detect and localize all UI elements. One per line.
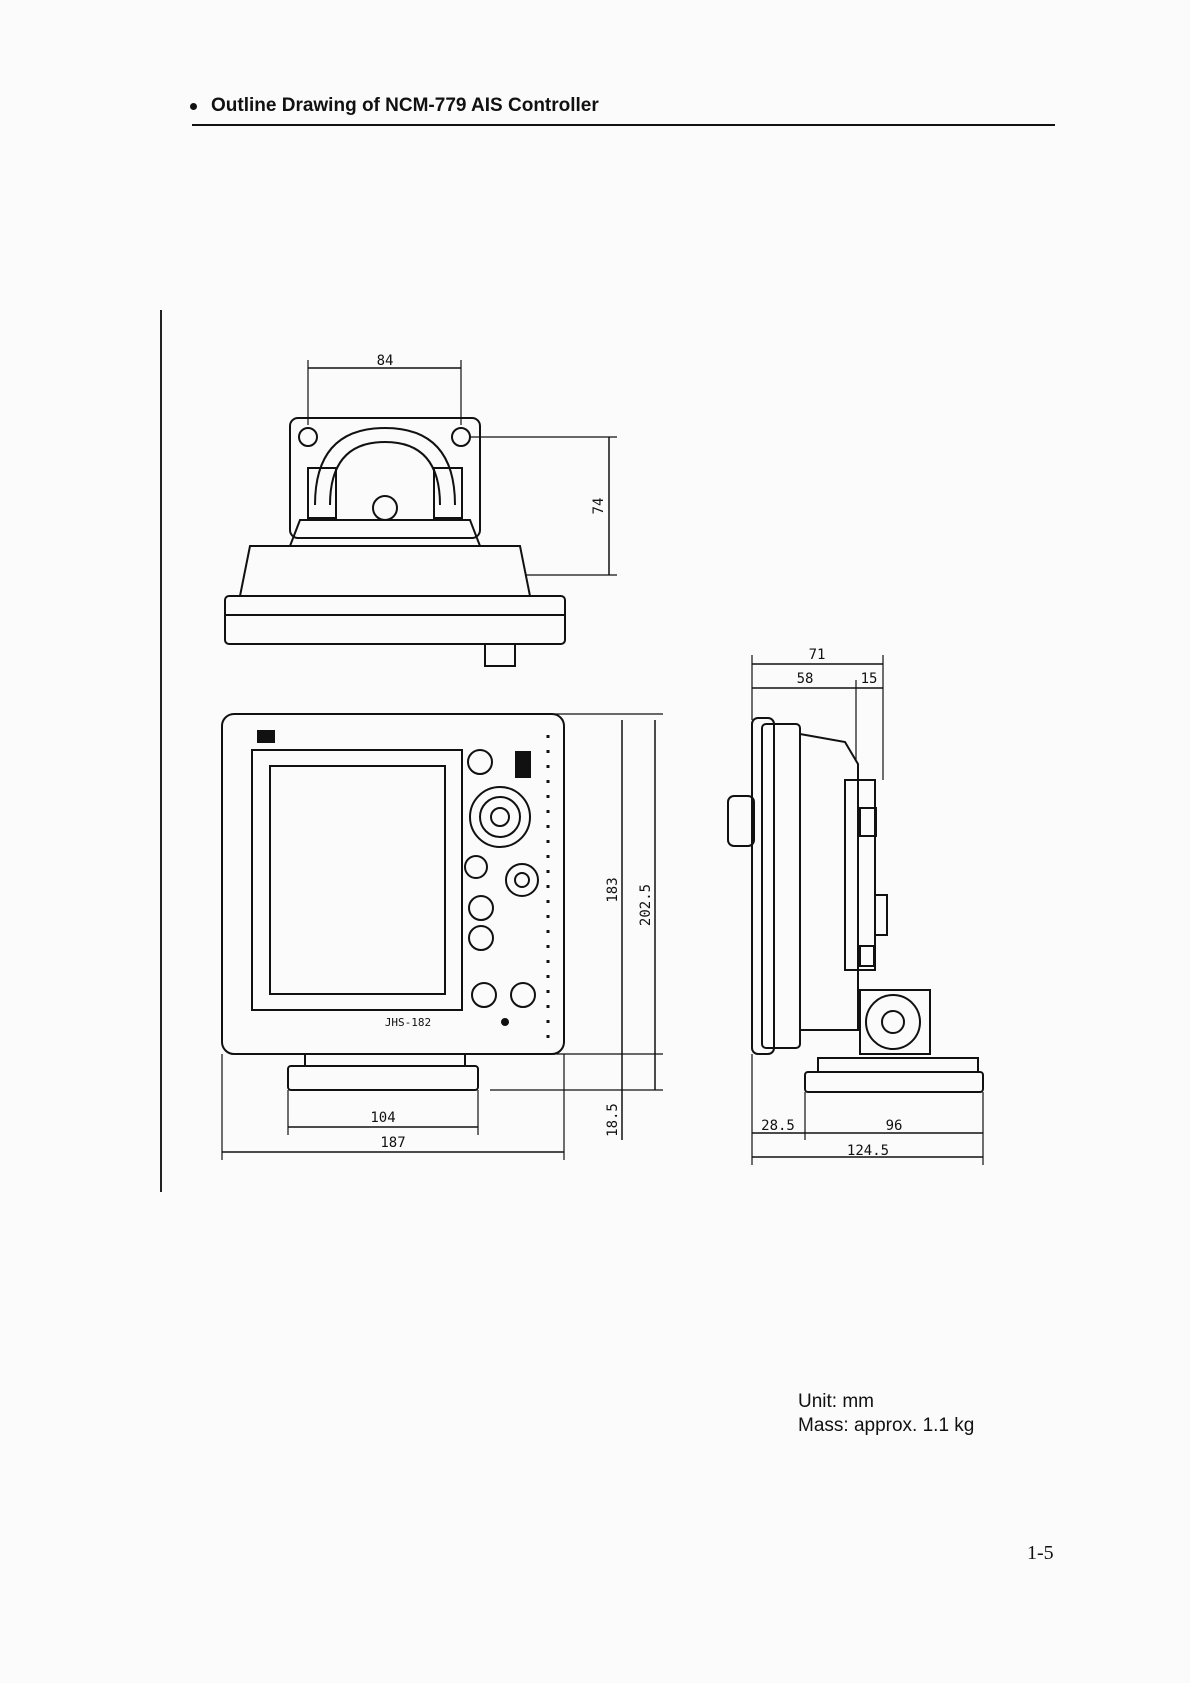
dim-202-5: 202.5: [638, 884, 654, 926]
dim-84: 84: [377, 353, 394, 369]
mount-hole-right-icon: [452, 428, 470, 446]
key-icon: [469, 896, 493, 920]
side-base: [805, 1072, 983, 1092]
front-view: [222, 714, 663, 1160]
key-icon: [469, 926, 493, 950]
mass-text: Mass: approx. 1.1 kg: [798, 1414, 974, 1438]
side-view: [728, 655, 983, 1165]
side-body: [800, 734, 858, 1030]
joystick-icon: [506, 864, 538, 896]
unit-text: Unit: mm: [798, 1390, 974, 1414]
indicator-block-icon: [516, 752, 530, 777]
model-label: JHS-182: [385, 1016, 431, 1029]
top-view: [225, 360, 617, 666]
key-top-icon: [468, 750, 492, 774]
side-base-top: [818, 1058, 978, 1072]
dim-74: 74: [591, 498, 607, 515]
dim-187: 187: [380, 1135, 405, 1151]
lcd-screen: [270, 766, 445, 994]
stand-base: [288, 1066, 478, 1090]
knob-icon: [373, 496, 397, 520]
dim-124-5: 124.5: [847, 1143, 889, 1159]
dim-104: 104: [370, 1110, 395, 1126]
dim-58: 58: [797, 671, 814, 687]
dim-71: 71: [809, 647, 826, 663]
key-icon: [465, 856, 487, 878]
screen-bezel: [252, 750, 462, 1010]
dim-96: 96: [886, 1118, 903, 1134]
mount-hole-left-icon: [299, 428, 317, 446]
encoder-knob: [485, 644, 515, 666]
stand-neck: [305, 1054, 465, 1066]
dim-28-5: 28.5: [761, 1118, 795, 1134]
hinge-knob-icon: [866, 995, 920, 1049]
top-body: [240, 546, 530, 596]
brand-logo: [258, 731, 274, 742]
dim-18-5: 18.5: [605, 1103, 621, 1137]
key-icon: [472, 983, 496, 1007]
dim-183: 183: [605, 877, 621, 902]
top-front-bezel: [225, 596, 565, 644]
side-knob: [728, 796, 754, 846]
dim-15: 15: [861, 671, 878, 687]
spec-block: Unit: mm Mass: approx. 1.1 kg: [798, 1390, 974, 1438]
key-icon: [511, 983, 535, 1007]
page-number: 1-5: [1027, 1542, 1054, 1565]
